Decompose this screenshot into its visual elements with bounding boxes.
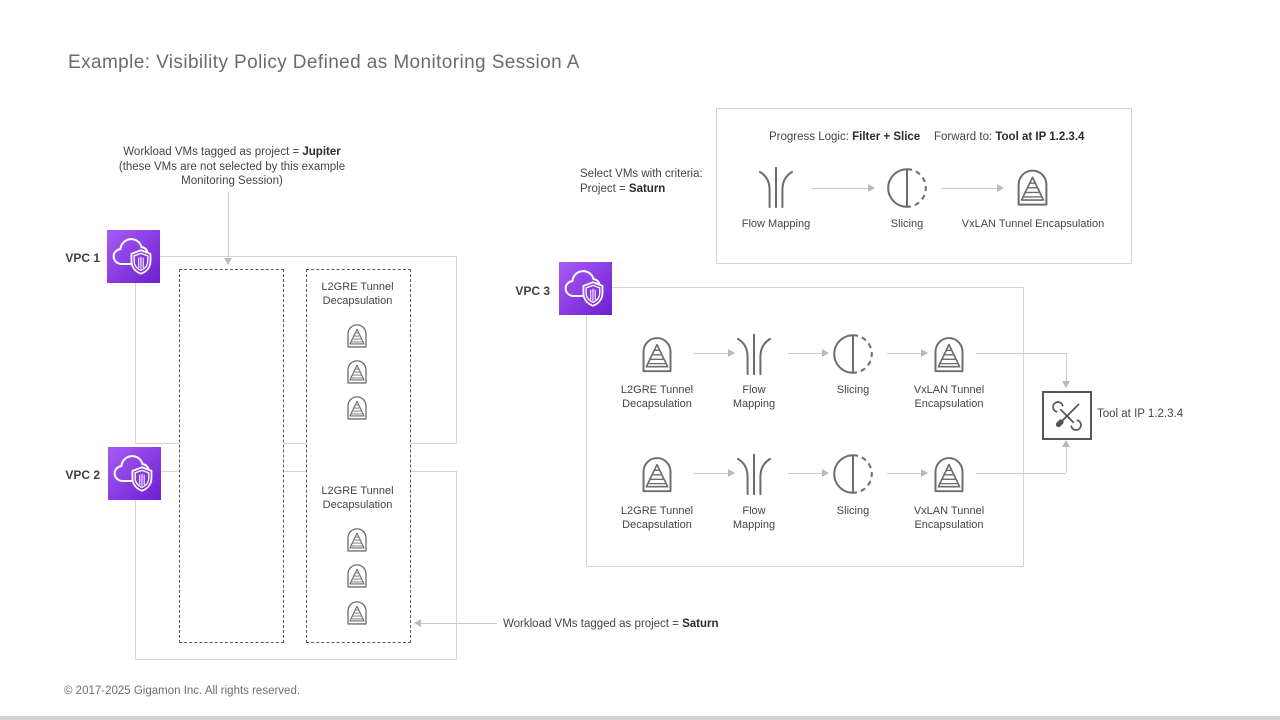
jupiter-note-line2: (these VMs are not selected by this exam… [118,160,346,173]
arrow-down-icon [1062,381,1070,388]
l2gre-decap-icon [639,330,675,378]
connector-line [1066,447,1067,473]
arrow-right-icon [822,349,829,357]
connector-line [228,192,229,258]
vpc1-zone-box [135,256,457,444]
arrow-right-icon [997,184,1004,192]
connector-line [788,353,822,354]
connector-line [694,353,728,354]
connector-line [976,473,1066,474]
arrow-right-icon [728,469,735,477]
vpc3-cloud-shield-icon [559,262,612,315]
arrow-right-icon [822,469,829,477]
l2gre-decap-label-bottom: L2GRE Tunnel Decapsulation [321,485,394,511]
slicing-label: Slicing [836,384,870,396]
arrow-down-icon [224,258,232,265]
arrow-right-icon [921,349,928,357]
slicing-label: Slicing [890,218,924,230]
progress-logic-text: Progress Logic: Filter + Slice [769,131,921,143]
slicing-label: Slicing [836,505,870,517]
policy-legend-box [716,108,1132,264]
arrow-right-icon [868,184,875,192]
tunnel-icon [345,358,369,385]
slicing-icon [831,332,875,376]
jupiter-note-line3: Monitoring Session) [181,175,283,187]
vxlan-tunnel-icon [1014,163,1051,211]
l2gre-decap-label-top: L2GRE Tunnel Decapsulation [321,281,394,307]
l2gre-decap-icon [639,450,675,498]
arrow-right-icon [728,349,735,357]
vpc2-zone-box [135,471,457,660]
connector-line [887,473,921,474]
select-vms-note-line2: Project = Saturn [580,182,666,195]
connector-line [1066,353,1067,381]
slicing-icon [885,166,929,210]
connector-line [887,353,921,354]
tunnel-icon [345,599,369,626]
flow-mapping-label: Flow Mapping [732,384,776,410]
tunnel-icon [345,322,369,349]
connector-line [976,353,1066,354]
connector-line [421,623,497,624]
select-vms-note: Select VMs with criteria: Project = Satu… [580,168,703,195]
tool-label: Tool at IP 1.2.3.4 [1097,408,1184,420]
tunnel-icon [345,394,369,421]
bottom-bar [0,716,1280,720]
arrow-right-icon [921,469,928,477]
connector-line [788,473,822,474]
copyright-text: © 2017-2025 Gigamon Inc. All rights rese… [64,685,301,697]
arrow-left-icon [414,619,421,627]
flow-mapping-label: Flow Mapping [741,218,811,230]
arrow-up-icon [1062,440,1070,447]
l2gre-decap-label: L2GRE Tunnel Decapsulation [620,384,694,410]
jupiter-vms-dashed-box [179,269,284,643]
connector-line [941,188,997,189]
page-title: Example: Visibility Policy Defined as Mo… [68,52,580,73]
vpc2-label: VPC 2 [65,468,100,482]
vpc3-zone-box [586,287,1024,567]
vpc1-label: VPC 1 [65,251,100,265]
flow-mapping-icon [732,450,776,498]
tools-icon [1050,399,1084,433]
connector-line [812,188,868,189]
flow-mapping-icon [732,330,776,378]
tunnel-icon [345,526,369,553]
l2gre-decap-label: L2GRE Tunnel Decapsulation [620,505,694,531]
tool-box [1042,391,1092,440]
connector-line [694,473,728,474]
saturn-note: Workload VMs tagged as project = Saturn [503,618,719,630]
vxlan-tunnel-icon [931,450,967,498]
vxlan-tunnel-icon [931,330,967,378]
vpc2-cloud-shield-icon [108,447,161,500]
jupiter-note-line1: Workload VMs tagged as project = Jupiter [123,146,341,158]
vxlan-encap-label: VxLAN Tunnel Encapsulation [961,218,1105,230]
flow-mapping-label: Flow Mapping [732,505,776,531]
jupiter-note: Workload VMs tagged as project = Jupiter… [92,145,372,189]
tunnel-icon [345,562,369,589]
forward-to-text: Forward to: Tool at IP 1.2.3.4 [934,131,1085,143]
vpc1-cloud-shield-icon [107,230,160,283]
vxlan-encap-label: VxLAN Tunnel Encapsulation [913,384,985,410]
slicing-icon [831,452,875,496]
flow-mapping-icon [754,164,798,210]
vpc3-label: VPC 3 [515,284,550,298]
vxlan-encap-label: VxLAN Tunnel Encapsulation [913,505,985,531]
